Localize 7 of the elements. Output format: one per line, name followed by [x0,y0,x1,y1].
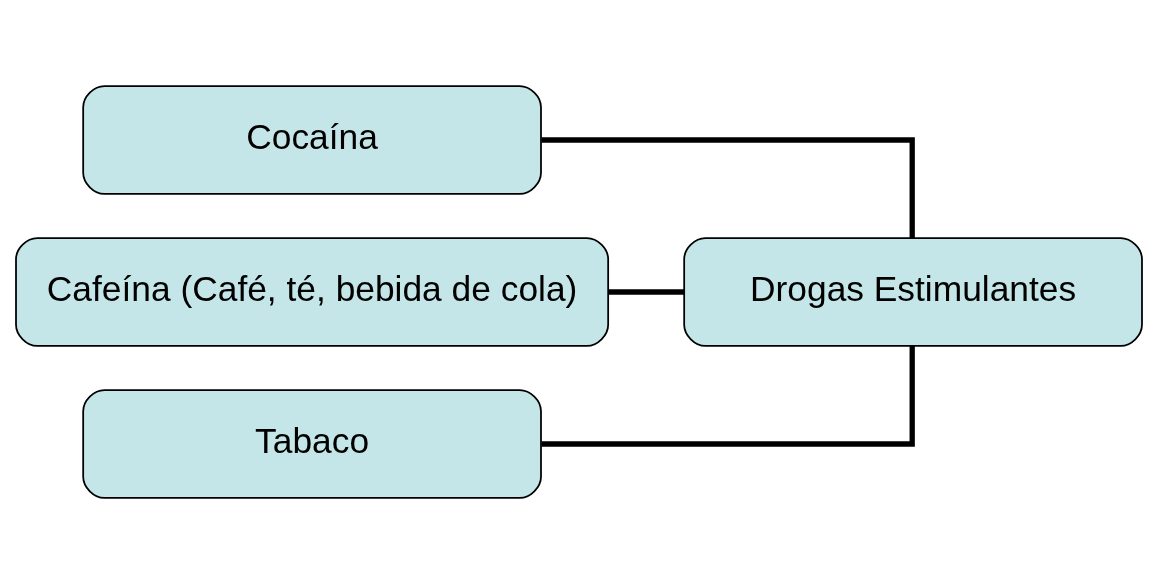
node-box: Cocaína [82,84,542,195]
node-box: Cafeína (Café, té, bebida de cola) [15,236,610,347]
node-box: Drogas Estimulantes [683,236,1143,347]
connector [541,345,915,447]
connector [608,288,685,295]
connector [541,136,915,238]
node-box: Tabaco [82,388,542,499]
